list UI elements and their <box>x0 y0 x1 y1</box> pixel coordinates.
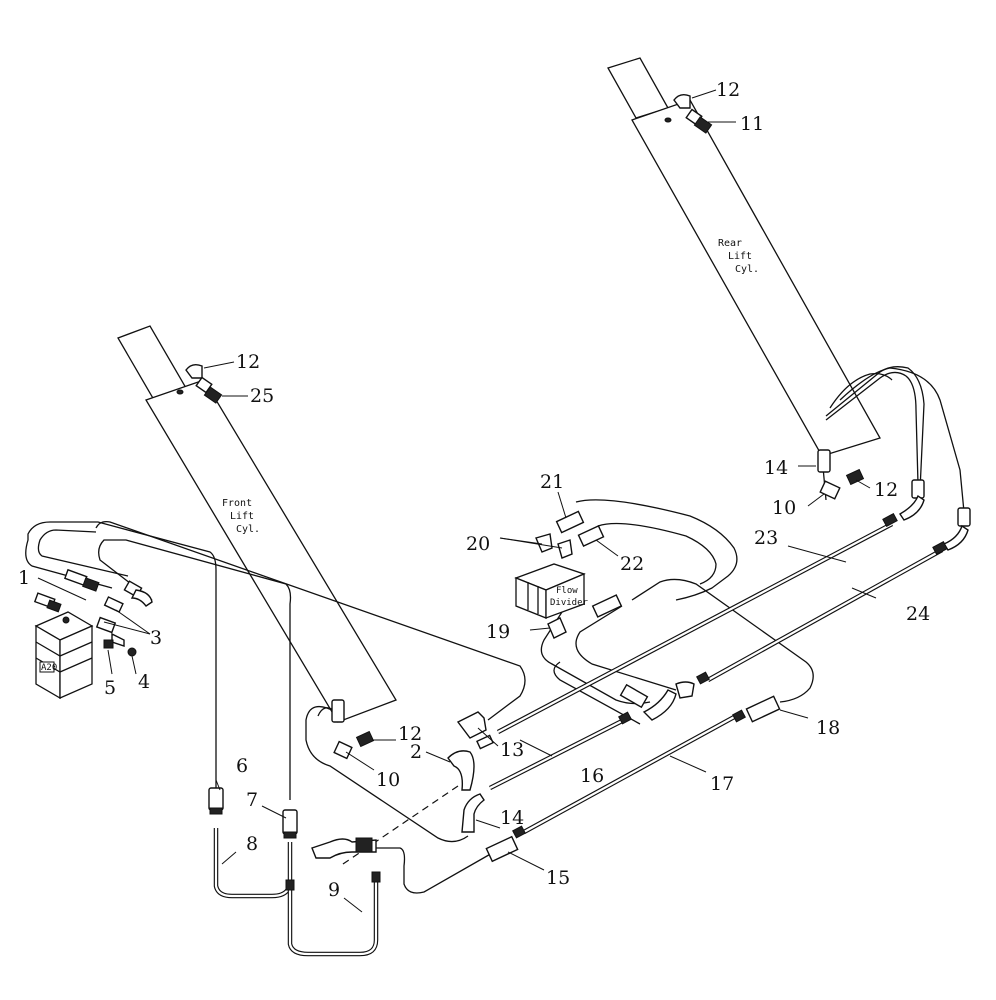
callout-2: 2 <box>410 741 422 763</box>
callout-23: 23 <box>754 527 778 549</box>
callout-1: 1 <box>18 567 30 589</box>
callout-10a: 10 <box>376 769 400 791</box>
callout-3: 3 <box>150 627 162 649</box>
front-lift-cylinder: Front Lift Cyl. <box>117 325 397 723</box>
callout-19: 19 <box>486 621 510 643</box>
callout-6: 6 <box>236 755 248 777</box>
front-cyl-label-2: Lift <box>230 511 254 522</box>
callout-14b: 14 <box>764 457 788 479</box>
flow-divider-label-2: Divider <box>550 598 589 608</box>
callout-5: 5 <box>104 677 116 699</box>
front-cyl-label-1: Front <box>222 498 252 509</box>
callout-25: 25 <box>250 385 274 407</box>
callout-12c: 12 <box>716 79 740 101</box>
callout-22: 22 <box>620 553 644 575</box>
callout-14a: 14 <box>500 807 524 829</box>
callout-21: 21 <box>540 471 564 493</box>
rear-cyl-label-3: Cyl. <box>735 264 759 275</box>
callout-20: 20 <box>466 533 490 555</box>
callout-4: 4 <box>138 671 150 693</box>
rear-lift-cylinder: Rear Lift Cyl. <box>607 57 881 501</box>
callout-7: 7 <box>246 789 258 811</box>
front-cyl-label-3: Cyl. <box>236 524 260 535</box>
callout-18: 18 <box>816 717 840 739</box>
callouts: 1 3 4 5 6 7 8 9 10 12 2 13 14 15 16 17 1… <box>18 79 930 901</box>
callout-24: 24 <box>906 603 930 625</box>
callout-12b: 12 <box>874 479 898 501</box>
rear-cyl-label-2: Lift <box>728 251 752 262</box>
callout-16: 16 <box>580 765 604 787</box>
rear-cyl-label-1: Rear <box>718 238 742 249</box>
callout-8: 8 <box>246 833 258 855</box>
flow-divider: Flow Divider <box>514 563 589 619</box>
flow-divider-label-1: Flow <box>556 586 578 596</box>
callout-13: 13 <box>500 739 524 761</box>
callout-15: 15 <box>546 867 570 889</box>
callout-9: 9 <box>328 879 340 901</box>
callout-11: 11 <box>740 113 764 135</box>
leader-lines <box>37 89 877 913</box>
valve-label: A20 <box>41 663 57 673</box>
callout-12d: 12 <box>236 351 260 373</box>
fittings <box>33 93 971 891</box>
hose-lines <box>25 366 965 894</box>
callout-10b: 10 <box>772 497 796 519</box>
callout-12a: 12 <box>398 723 422 745</box>
callout-17: 17 <box>710 773 734 795</box>
valve-block-a20: A20 <box>34 611 94 700</box>
